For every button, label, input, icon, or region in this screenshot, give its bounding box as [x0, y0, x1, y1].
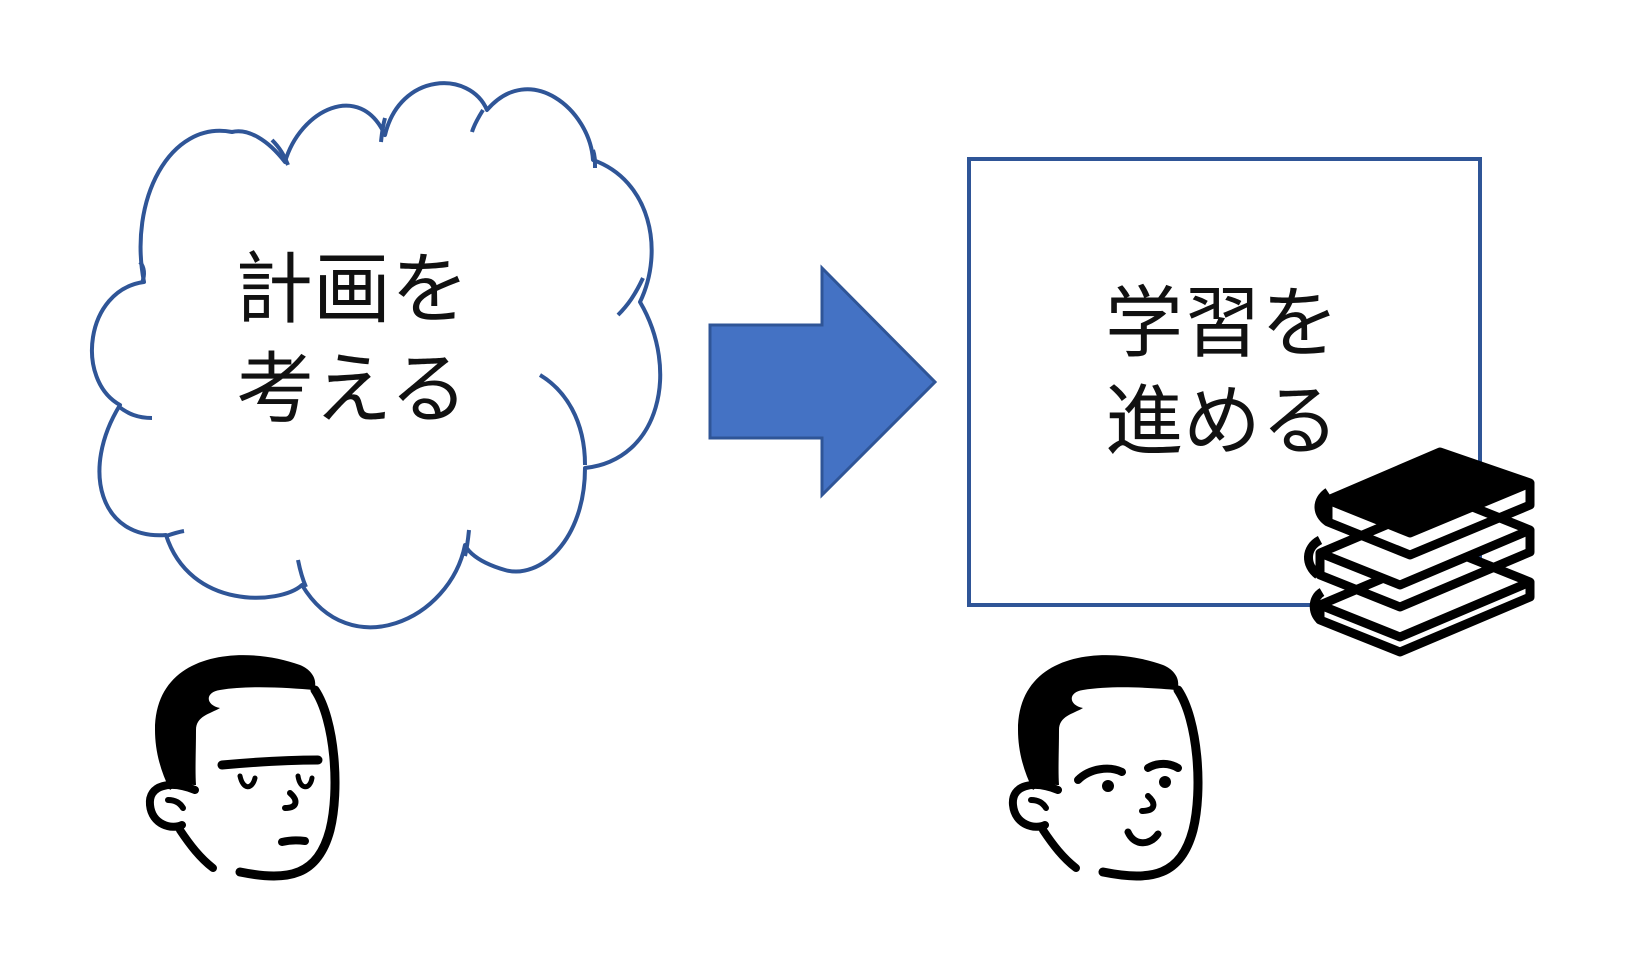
mouth-smile — [1124, 828, 1162, 847]
person-left-thinking — [145, 655, 340, 881]
cloud-scallop — [616, 277, 645, 317]
cloud-scallop — [591, 149, 597, 169]
cloud-scallop — [470, 108, 485, 133]
eye-left — [237, 773, 258, 790]
action-box-text-line1: 学習を — [1105, 279, 1339, 369]
eye-left — [1102, 780, 1114, 792]
ear-inner — [1028, 797, 1049, 811]
cloud-scallop — [138, 260, 147, 284]
mouth-flat — [278, 836, 309, 846]
eye-right — [1159, 776, 1171, 788]
brow-right — [1144, 759, 1182, 772]
person-right-smiling — [1008, 655, 1203, 881]
brow — [217, 755, 323, 770]
nose — [282, 790, 299, 811]
nose — [1139, 793, 1157, 814]
cloud-scallop — [463, 529, 471, 557]
cloud-scallop — [270, 138, 290, 166]
face-outline — [1098, 685, 1203, 881]
thought-cloud-text-line2: 考える — [236, 345, 468, 435]
jaw-line — [176, 826, 217, 872]
action-box-text-line2: 進める — [1105, 377, 1339, 467]
ear-inner — [165, 797, 186, 811]
thought-cloud-text-line1: 計画を — [235, 245, 469, 335]
eye-right — [295, 773, 315, 790]
face-outline — [235, 685, 340, 881]
hair — [155, 655, 316, 790]
thought-cloud: 計画を 考える — [90, 81, 663, 630]
stacked-books-icon — [1304, 447, 1535, 657]
brow-left — [1074, 764, 1126, 784]
cloud-scallop — [116, 404, 153, 420]
right-arrow — [708, 264, 938, 499]
cloud-scallop — [165, 529, 185, 538]
hair — [1018, 655, 1179, 790]
cloud-scallop — [538, 373, 587, 466]
ear — [145, 781, 199, 831]
cloud-scallop — [379, 117, 387, 143]
cloud-scallop — [296, 559, 308, 588]
jaw-line — [1039, 826, 1080, 872]
ear — [1008, 781, 1062, 831]
